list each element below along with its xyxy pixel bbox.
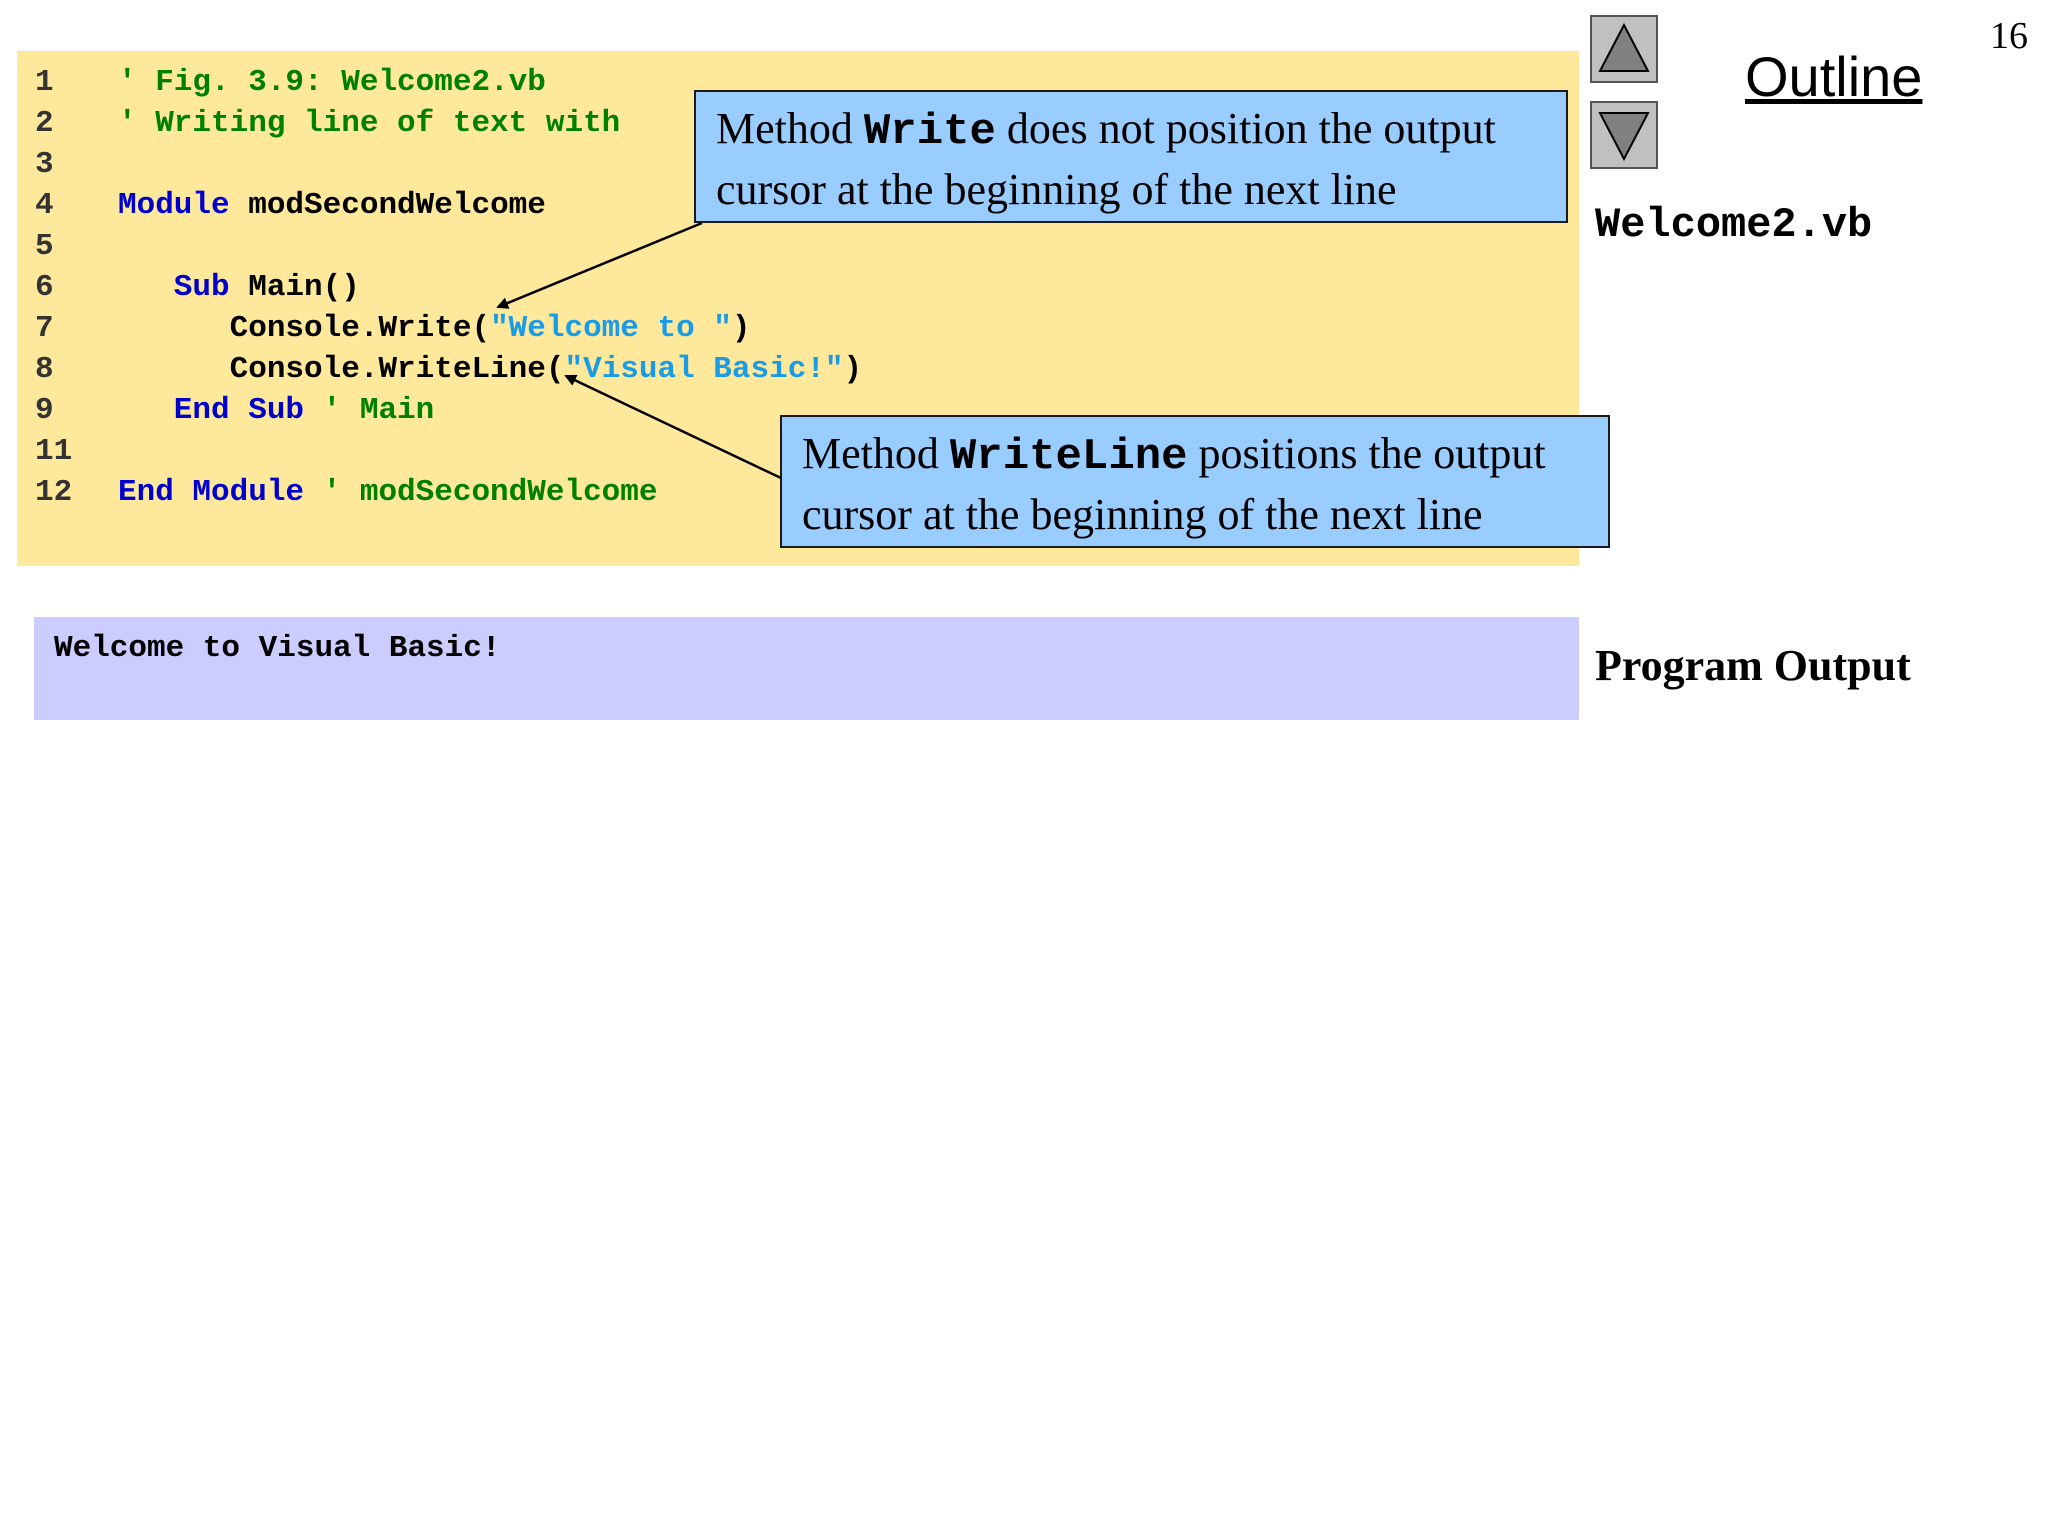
code-token: Module: [118, 188, 230, 223]
callout-write-line2: cursor at the beginning of the next line: [716, 165, 1397, 214]
code-line: 5: [17, 227, 1579, 267]
code-token: ' Main: [304, 393, 435, 428]
code-line: 1 ' Fig. 3.9: Welcome2.vb: [17, 63, 1579, 103]
code-token: Console.WriteLine(: [118, 352, 565, 387]
code-text: End Sub ' Main: [118, 391, 434, 431]
code-line: 7 Console.Write("Welcome to "): [17, 309, 1579, 349]
line-number: 12: [35, 475, 73, 510]
code-text: Sub Main(): [118, 268, 360, 308]
callout-write: Method Write does not position the outpu…: [694, 90, 1568, 223]
line-number: 5: [35, 229, 54, 264]
code-token: Console.Write(: [118, 311, 491, 346]
code-token: "Welcome to ": [490, 311, 732, 346]
code-token: ): [843, 352, 863, 387]
code-token: "Visual Basic!": [564, 352, 844, 387]
line-number: 3: [35, 147, 54, 182]
code-line: 2 ' Writing line of text with: [17, 104, 1579, 144]
code-text: End Module ' modSecondWelcome: [118, 473, 658, 513]
code-token: ): [731, 311, 751, 346]
code-line: 3: [17, 145, 1579, 185]
code-token: End Module: [118, 475, 305, 510]
code-text: Console.Write("Welcome to "): [118, 309, 751, 349]
code-token: ' Writing line of text with: [118, 106, 621, 141]
outline-title[interactable]: Outline: [1745, 45, 1923, 108]
code-line: 12 End Module ' modSecondWelcome: [17, 473, 1579, 513]
code-token: modSecondWelcome: [229, 188, 546, 223]
triangle-down-icon: [1598, 112, 1650, 162]
code-token: End Sub: [118, 393, 305, 428]
code-line: 8 Console.WriteLine("Visual Basic!"): [17, 350, 1579, 390]
outline-up-button[interactable]: [1590, 15, 1658, 83]
line-number: 8: [35, 352, 54, 387]
code-token: Main(): [229, 270, 360, 305]
program-output-text: Welcome to Visual Basic!: [54, 631, 501, 666]
code-line: 9 End Sub ' Main: [17, 391, 1579, 431]
code-line: 11: [17, 432, 1579, 472]
callout-writeline-suffix: positions the output: [1187, 429, 1546, 478]
line-number: 2: [35, 106, 54, 141]
code-text: ' Writing line of text with: [118, 104, 620, 144]
callout-writeline: Method WriteLine positions the output cu…: [780, 415, 1610, 548]
line-number: 11: [35, 434, 73, 469]
line-number: 7: [35, 311, 54, 346]
line-number: 9: [35, 393, 54, 428]
callout-writeline-prefix: Method: [802, 429, 950, 478]
code-token: Sub: [118, 270, 230, 305]
callout-writeline-line2: cursor at the beginning of the next line: [802, 490, 1483, 539]
code-token: ' modSecondWelcome: [304, 475, 658, 510]
callout-write-method: Write: [863, 107, 996, 157]
code-text: ' Fig. 3.9: Welcome2.vb: [118, 63, 546, 103]
triangle-up-icon: [1598, 22, 1650, 72]
callout-write-suffix: does not position the output: [995, 104, 1496, 153]
code-line: 6 Sub Main(): [17, 268, 1579, 308]
program-output-label: Program Output: [1595, 641, 1911, 690]
code-text: Module modSecondWelcome: [118, 186, 546, 226]
slide-number: 16: [1990, 15, 2028, 57]
code-line: 4 Module modSecondWelcome: [17, 186, 1579, 226]
code-token: ' Fig. 3.9: Welcome2.vb: [118, 65, 546, 100]
callout-writeline-method: WriteLine: [949, 432, 1188, 482]
file-label: Welcome2.vb: [1595, 201, 1873, 249]
callout-write-prefix: Method: [716, 104, 864, 153]
line-number: 6: [35, 270, 54, 305]
code-text: Console.WriteLine("Visual Basic!"): [118, 350, 863, 390]
line-number: 1: [35, 65, 54, 100]
program-output-panel: Welcome to Visual Basic!: [34, 617, 1579, 720]
line-number: 4: [35, 188, 54, 223]
outline-down-button[interactable]: [1590, 101, 1658, 169]
